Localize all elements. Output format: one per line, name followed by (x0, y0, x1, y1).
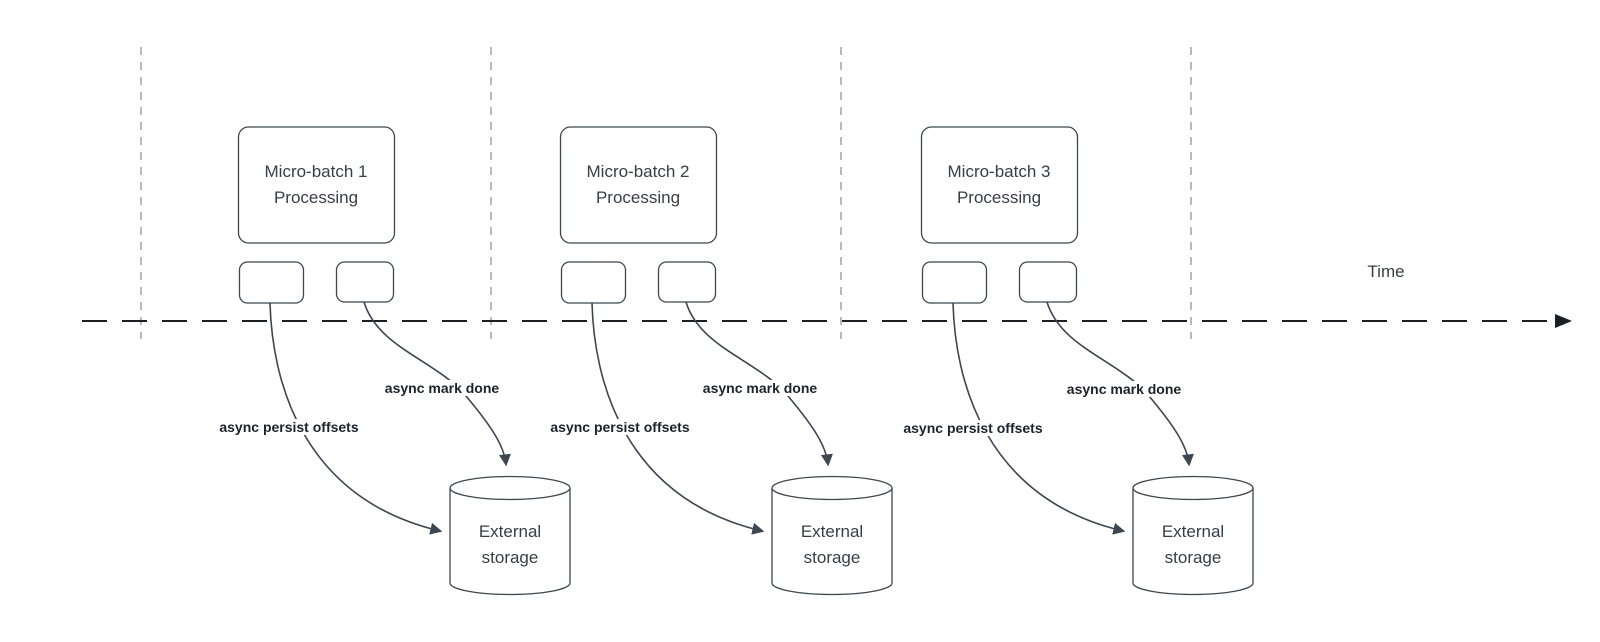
external-storage-cylinder-body (449, 488, 571, 596)
external-storage-cylinder-top (771, 475, 893, 501)
external-storage-label-3-line2: storage (1164, 548, 1222, 567)
processing-box (237, 126, 396, 244)
micro-batch-2-title: Micro-batch 2 Processing (560, 127, 716, 243)
external-storage-label-1-line2: storage (481, 548, 539, 567)
mark-done-commit-box (335, 261, 395, 303)
persist-offsets-arrow (269, 302, 443, 535)
micro-batch-column-2 (559, 126, 893, 596)
persist-offsets-label-1: async persist offsets (216, 419, 362, 435)
time-label: Time (1367, 262, 1405, 281)
external-storage-label-2: External storage (801, 519, 863, 571)
mark-done-label-2: async mark done (699, 380, 821, 396)
external-storage-label-1-line1: External (478, 522, 542, 541)
external-storage-label-2-line1: External (800, 522, 864, 541)
mark-done-label-3: async mark done (1063, 381, 1185, 397)
external-storage-cylinder-body (1132, 488, 1254, 596)
micro-batch-1-title: Micro-batch 1 Processing (238, 127, 394, 243)
micro-batch-1-title-line2: Processing (273, 188, 359, 207)
micro-batch-1-title-line1: Micro-batch 1 (264, 162, 368, 181)
mark-done-commit-box (657, 261, 717, 303)
persist-offsets-label-3: async persist offsets (900, 420, 1046, 436)
timeline-guides (140, 47, 1192, 339)
time-axis (82, 314, 1572, 328)
external-storage-cylinder-body (771, 488, 893, 596)
external-storage-label-1: External storage (479, 519, 541, 571)
persist-offsets-label-2: async persist offsets (547, 419, 693, 435)
external-storage-cylinder-top (1132, 475, 1254, 501)
external-storage-label-3-line1: External (1161, 522, 1225, 541)
external-storage-label-2-line2: storage (803, 548, 861, 567)
time-axis-arrowhead (1555, 314, 1572, 328)
persist-offsets-commit-box (560, 261, 627, 304)
persist-offsets-commit-box (921, 261, 988, 304)
processing-box (559, 126, 718, 244)
micro-batch-3-title: Micro-batch 3 Processing (921, 127, 1077, 243)
mark-done-commit-box (1018, 261, 1078, 303)
micro-batch-2-title-line2: Processing (595, 188, 681, 207)
processing-box (920, 126, 1079, 244)
micro-batch-3-title-line1: Micro-batch 3 (947, 162, 1051, 181)
micro-batch-3-title-line2: Processing (956, 188, 1042, 207)
mark-done-label-1: async mark done (381, 380, 503, 396)
micro-batch-column-3 (920, 126, 1254, 596)
persist-offsets-arrow (952, 302, 1126, 535)
micro-batch-2-title-line1: Micro-batch 2 (586, 162, 690, 181)
external-storage-cylinder-top (449, 475, 571, 501)
persist-offsets-commit-box (238, 261, 305, 304)
persist-offsets-arrow (591, 302, 765, 535)
external-storage-label-3: External storage (1162, 519, 1224, 571)
